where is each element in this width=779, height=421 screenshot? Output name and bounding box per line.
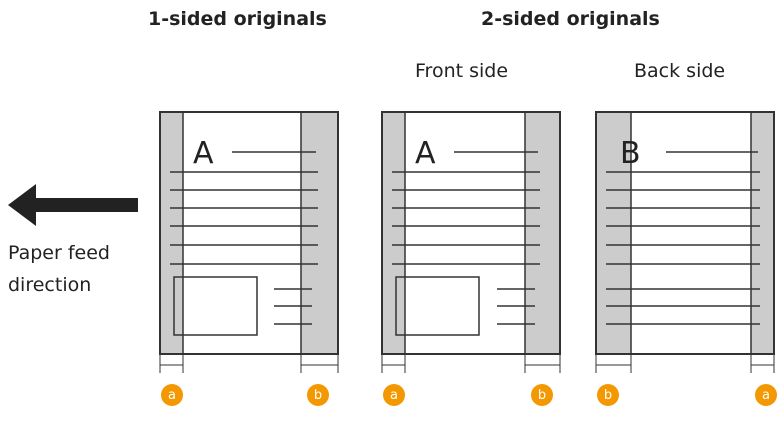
svg-text:a: a (762, 388, 770, 403)
badge-b-doc2: b (531, 384, 553, 406)
margin-shade-left (596, 112, 631, 354)
doc2-image-box (395, 276, 480, 336)
doc1-letter: A (193, 136, 214, 171)
back-side-label: Back side (634, 60, 726, 82)
svg-text:b: b (314, 388, 322, 403)
doc3-letter: B (620, 136, 641, 171)
doc2-letter: A (415, 136, 436, 171)
document-front-side: A a b (381, 111, 561, 406)
front-side-label: Front side (415, 60, 509, 82)
feed-direction-arrow (8, 184, 138, 226)
document-one-sided: A a b (159, 111, 339, 406)
margin-shade-right (301, 112, 338, 354)
margin-shade-right (751, 112, 774, 354)
margin-shade-left (382, 112, 405, 354)
two-sided-heading: 2-sided originals (481, 8, 660, 30)
paper-feed-line-1: Paper feed (8, 242, 110, 264)
svg-text:a: a (390, 388, 398, 403)
svg-text:b: b (538, 388, 546, 403)
margin-shade-left (160, 112, 183, 354)
badge-b-doc3: b (597, 384, 619, 406)
paper-feed-line-2: direction (8, 274, 92, 296)
document-back-side: B b a (595, 111, 777, 406)
badge-a-doc2: a (383, 384, 405, 406)
svg-text:a: a (168, 388, 176, 403)
margin-shade-right (525, 112, 560, 354)
doc1-image-box (173, 276, 258, 336)
svg-text:b: b (604, 388, 612, 403)
badge-a-doc3: a (755, 384, 777, 406)
paper-feed-label: Paper feed direction (8, 237, 110, 301)
badge-a-doc1: a (161, 384, 183, 406)
badge-b-doc1: b (307, 384, 329, 406)
one-sided-heading: 1-sided originals (148, 8, 327, 30)
